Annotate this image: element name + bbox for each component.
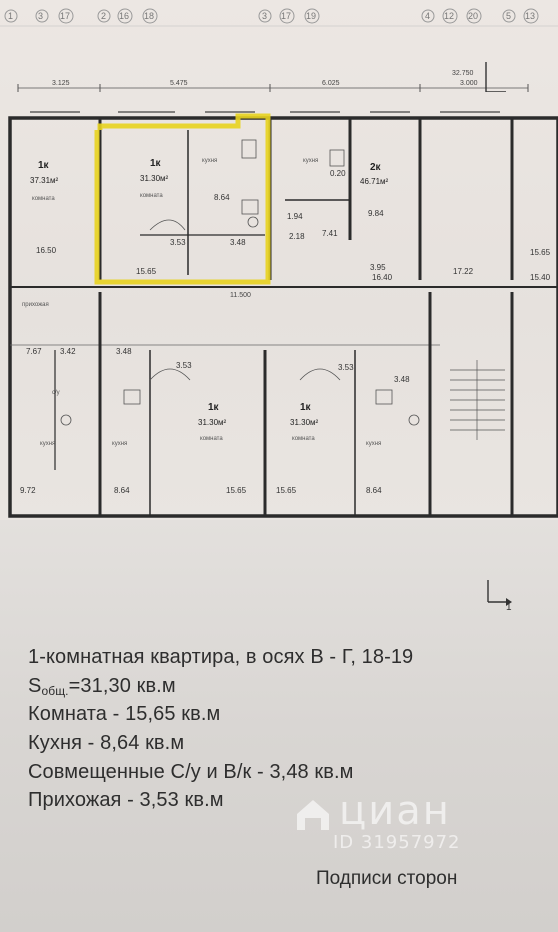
room-area: 2.18 xyxy=(289,232,305,241)
apartment-area: 37.31м² xyxy=(30,176,59,185)
room-area: 8.64 xyxy=(214,193,230,202)
room-area: 8.64 xyxy=(114,486,130,495)
room-area: 7.67 xyxy=(26,347,42,356)
fixtures xyxy=(60,139,420,426)
apartment-area: 31.30м² xyxy=(290,418,319,427)
room-area: 15.65 xyxy=(226,486,247,495)
dimension-label: 32.750 xyxy=(452,70,474,77)
section-mark-lower: 1 xyxy=(487,580,512,610)
room-area: 0.20 xyxy=(330,169,346,178)
room-area: 15.65 xyxy=(276,486,297,495)
caption-title: 1-комнатная квартира, в осях В - Г, 18-1… xyxy=(28,646,414,668)
room-label: комната xyxy=(292,436,315,442)
caption-area: 1 1-комнатная квартира, в осях В - Г, 18… xyxy=(0,520,558,932)
axis-label: 5 xyxy=(506,11,511,21)
axis-label: 3 xyxy=(38,11,43,21)
axis-label: 2 xyxy=(101,11,106,21)
dimension-label: 5.475 xyxy=(170,80,188,87)
watermark-id: ID 31957972 xyxy=(333,832,461,853)
selected-apartment-outline xyxy=(94,113,271,285)
apartment-area: 46.71м² xyxy=(360,177,389,186)
room-label: кухня xyxy=(303,158,318,164)
caption-room-area: Комната - 15,65 кв.м xyxy=(28,703,221,725)
room-area: 16.40 xyxy=(372,273,393,282)
axis-label: 17 xyxy=(281,11,291,21)
area-prefix: S xyxy=(28,675,42,697)
room-area: 15.65 xyxy=(136,267,157,276)
section-mark-label: 1 xyxy=(506,602,512,610)
watermark: циан ID 31957972 xyxy=(293,788,508,858)
apartment-rooms: 1к xyxy=(150,158,162,169)
apartment-rooms: 2к xyxy=(370,162,382,173)
room-label: кухня xyxy=(40,441,55,447)
room-area: 9.72 xyxy=(20,486,36,495)
room-label: кухня xyxy=(366,441,381,447)
axis-label: 19 xyxy=(306,11,316,21)
room-area: 3.48 xyxy=(230,238,246,247)
signatures-label: Подписи сторон xyxy=(316,868,458,889)
room-label: с/у xyxy=(52,390,60,396)
apartment-area: 31.30м² xyxy=(140,174,169,183)
room-area: 3.48 xyxy=(116,347,132,356)
caption-hallway-area: Прихожая - 3,53 кв.м xyxy=(28,789,224,811)
corridor-dimension: 11.500 xyxy=(230,292,251,299)
dimension-label: 3.000 xyxy=(460,80,478,87)
caption-total-area: Sобщ.=31,30 кв.м xyxy=(28,675,176,698)
room-label: кухня xyxy=(112,441,127,447)
apartment-rooms: 1к xyxy=(300,402,312,413)
axis-label: 3 xyxy=(262,11,267,21)
axis-label: 20 xyxy=(468,11,478,21)
caption-bathroom-area: Совмещенные С/у и В/к - 3,48 кв.м xyxy=(28,761,354,783)
axis-label: 16 xyxy=(119,11,129,21)
room-area: 1.94 xyxy=(287,212,303,221)
room-area: 3.53 xyxy=(338,363,354,372)
watermark-brand: циан xyxy=(339,788,451,834)
apartment-area: 31.30м² xyxy=(198,418,227,427)
floor-plan: 1 3 17 2 16 18 3 17 19 4 12 20 5 xyxy=(0,0,558,520)
apartment-labels: 1к 37.31м² 1к 31.30м² 2к 46.71м² 1к 31.3… xyxy=(30,158,389,427)
room-label: комната xyxy=(140,193,163,199)
room-area: 3.53 xyxy=(176,361,192,370)
axis-label: 12 xyxy=(444,11,454,21)
room-labels: комната кухня прихожая с/у кухня комната… xyxy=(22,158,381,447)
area-value: =31,30 кв.м xyxy=(68,675,176,697)
caption-kitchen-area: Кухня - 8,64 кв.м xyxy=(28,732,185,754)
room-area: 3.48 xyxy=(394,375,410,384)
dimension-label: 6.025 xyxy=(322,80,340,87)
apartment-rooms: 1к xyxy=(38,160,50,171)
room-area: 7.41 xyxy=(322,229,338,238)
room-area: 15.40 xyxy=(530,273,551,282)
room-label: комната xyxy=(32,196,55,202)
axis-bubbles: 1 3 17 2 16 18 3 17 19 4 12 20 5 xyxy=(4,8,539,24)
room-areas: 16.50 8.64 15.65 3.53 3.48 0.20 1.94 2.1… xyxy=(20,169,551,495)
room-label: прихожая xyxy=(22,302,49,308)
top-dimensions: 3.125 5.475 6.025 3.000 32.750 xyxy=(17,70,529,92)
room-area: 8.64 xyxy=(366,486,382,495)
axis-label: 1 xyxy=(8,11,13,21)
room-area: 16.50 xyxy=(36,246,57,255)
floor-plan-drawing: 1 3 17 2 16 18 3 17 19 4 12 20 5 xyxy=(0,8,558,518)
room-area: 15.65 xyxy=(530,248,551,257)
room-area: 17.22 xyxy=(453,267,474,276)
room-area: 3.53 xyxy=(170,238,186,247)
room-area: 3.42 xyxy=(60,347,76,356)
room-label: кухня xyxy=(202,158,217,164)
axis-label: 18 xyxy=(144,11,154,21)
section-mark xyxy=(480,52,520,93)
room-area: 9.84 xyxy=(368,209,384,218)
walls xyxy=(8,111,558,518)
axis-label: 17 xyxy=(60,11,70,21)
axis-label: 4 xyxy=(425,11,430,21)
room-label: комната xyxy=(200,436,223,442)
cian-logo-icon xyxy=(297,800,329,830)
room-area: 3.95 xyxy=(370,263,386,272)
axis-label: 13 xyxy=(525,11,535,21)
dimension-label: 3.125 xyxy=(52,80,70,87)
apartment-rooms: 1к xyxy=(208,402,220,413)
area-subscript: общ. xyxy=(41,684,69,698)
